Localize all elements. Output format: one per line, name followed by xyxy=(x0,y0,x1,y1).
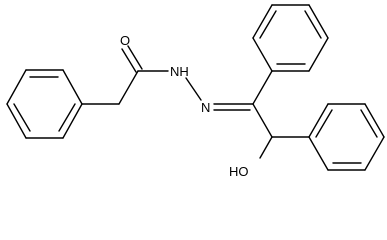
bond-carbonyl-double-b xyxy=(127,45,143,70)
bond-carbonyl-double-a xyxy=(121,48,137,73)
bond-c-to-upper-ring xyxy=(252,70,273,105)
atom-label-n: N xyxy=(201,100,210,115)
bond-ring-lower-6 xyxy=(308,103,329,138)
phenyl-ring-upper-right xyxy=(252,4,329,72)
bond-ring-left-6 xyxy=(62,103,83,139)
bond-choh-oh xyxy=(259,136,273,159)
bond-ring-upper-5 xyxy=(252,4,273,39)
bond-ring-upper-inner-3 xyxy=(259,10,277,39)
bond-ring-upper-3 xyxy=(308,4,329,39)
bond-ring-lower-inner-2 xyxy=(360,109,378,138)
bond-ring-left-inner-3 xyxy=(58,103,76,132)
bond-ch2-carbonyl xyxy=(118,70,139,105)
bond-c-choh xyxy=(252,103,273,138)
phenyl-ring-lower-right xyxy=(308,103,385,171)
bond-nh-n xyxy=(185,77,202,101)
bond-ring-left-4 xyxy=(6,103,27,139)
bond-ring-left-3 xyxy=(6,69,27,105)
bond-ring-lower-3 xyxy=(364,136,385,171)
atom-label-hydroxyl: HO xyxy=(229,164,249,179)
structure-canvas: O NH N HO xyxy=(6,4,385,179)
bond-ring-upper-6 xyxy=(252,37,273,72)
bond-ring-lower-4 xyxy=(364,103,385,138)
atom-label-oxygen: O xyxy=(120,33,130,48)
bond-ring-left-inner-2 xyxy=(13,103,31,132)
bond-ring-left-1 xyxy=(62,69,83,105)
bond-ring-upper-2 xyxy=(308,37,329,72)
bond-ring-lower-inner-3 xyxy=(315,109,333,138)
atom-label-nh: NH xyxy=(170,64,189,79)
phenyl-ring-left xyxy=(6,69,83,139)
chemical-structure-diagram: O NH N HO xyxy=(6,4,385,179)
bond-ring-upper-inner-2 xyxy=(304,10,322,39)
bond-ring-lower-1 xyxy=(308,136,329,171)
